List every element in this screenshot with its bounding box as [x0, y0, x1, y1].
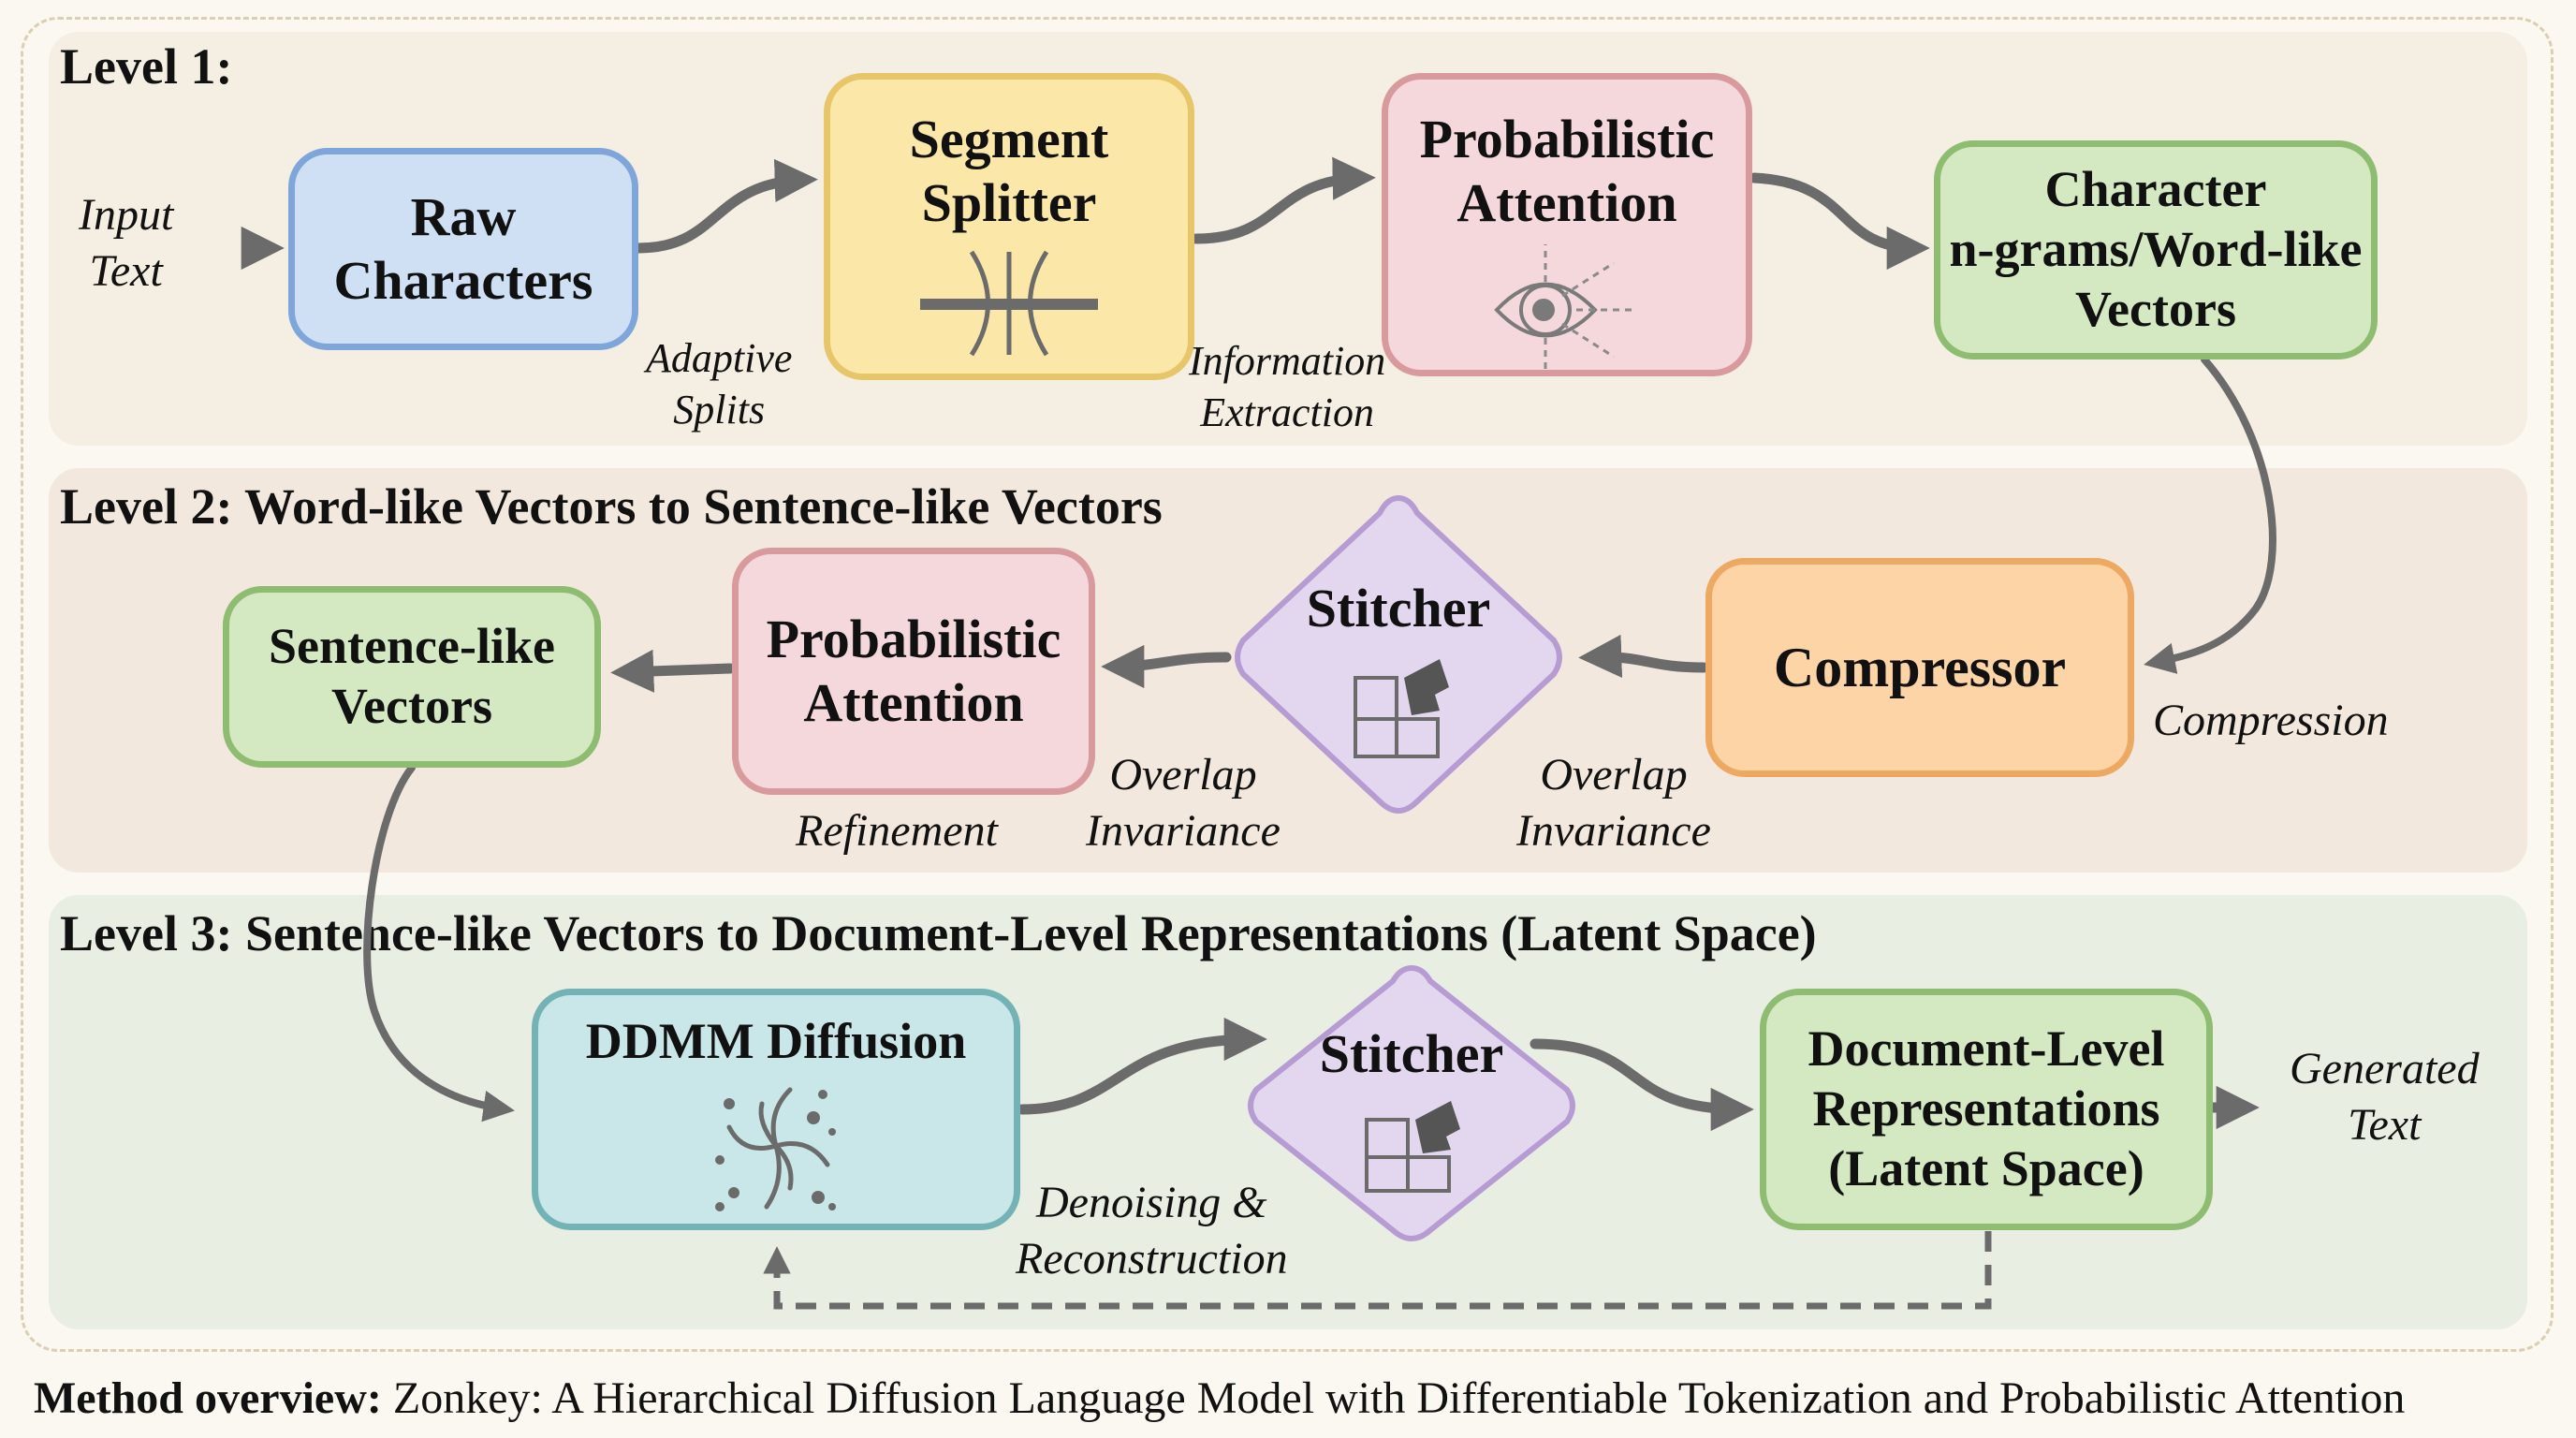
swirl-icon: [715, 1087, 836, 1211]
node-label: Attention: [1456, 172, 1677, 234]
node-label: (Latent Space): [1828, 1139, 2144, 1196]
character-ngrams-node[interactable]: Character n-grams/Word-like Vectors: [1934, 140, 2378, 360]
arrow-splitter-to-attention: [1191, 156, 1376, 244]
compressor-node[interactable]: Compressor: [1705, 558, 2134, 777]
feedback-loop-dashed: [763, 1231, 1992, 1310]
arrow-sentence-to-ddmm: [363, 764, 515, 1123]
stitcher-2-node[interactable]: Stitcher: [1237, 961, 1586, 1251]
arrow-stitcher-to-attention: [1101, 644, 1232, 689]
split-icon: [920, 250, 1098, 357]
sentence-like-vectors-node[interactable]: Sentence-like Vectors: [223, 586, 601, 768]
node-label: Raw: [410, 185, 517, 247]
node-label: Stitcher: [1306, 578, 1491, 638]
node-label: Characters: [333, 250, 593, 311]
ddmm-diffusion-node[interactable]: DDMM Diffusion: [532, 989, 1020, 1230]
refinement-label: Refinement: [796, 806, 998, 856]
stitcher-1-node[interactable]: Stitcher: [1224, 491, 1573, 824]
node-label: Probabilistic: [766, 608, 1061, 669]
level-3-title: Level 3: Sentence-like Vectors to Docume…: [60, 905, 1817, 961]
probabilistic-attention-2-node[interactable]: Probabilistic Attention: [732, 548, 1095, 795]
puzzle-icon: [1365, 1101, 1460, 1193]
probabilistic-attention-1-node[interactable]: Probabilistic Attention: [1382, 73, 1752, 376]
diamond-shape: [1235, 494, 1562, 814]
raw-characters-node[interactable]: Raw Characters: [288, 148, 638, 350]
figure-caption: Method overview: Zonkey: A Hierarchical …: [34, 1372, 2405, 1424]
arrow-ngrams-to-compressor: [2144, 356, 2276, 674]
arrow-raw-to-splitter: [633, 158, 818, 254]
node-label: Vectors: [331, 678, 492, 734]
document-level-representations-node[interactable]: Document-Level Representations (Latent S…: [1760, 989, 2213, 1230]
eye-icon: [1494, 243, 1637, 370]
node-label: Document-Level: [1808, 1020, 2165, 1078]
node-label: Representations: [1812, 1080, 2160, 1137]
node-label: n-grams/Word-like: [1949, 221, 2363, 278]
arrow-ddmm-to-stitcher: [1017, 1017, 1267, 1115]
level-2-title: Level 2: Word-like Vectors to Sentence-l…: [60, 478, 1163, 535]
node-label: Attention: [803, 672, 1024, 733]
outer-dashed-frame: [21, 17, 2554, 1352]
puzzle-icon: [1354, 659, 1449, 758]
node-label: Probabilistic: [1419, 109, 1715, 169]
node-label: Segment: [909, 109, 1109, 169]
node-label: Vectors: [2075, 280, 2236, 337]
node-label: DDMM Diffusion: [585, 1013, 967, 1069]
node-label: Stitcher: [1319, 1023, 1504, 1084]
diamond-shape: [1248, 964, 1575, 1241]
arrow-attention-to-ngrams: [1749, 172, 1930, 271]
node-label: Splitter: [921, 172, 1097, 234]
node-label: Compressor: [1773, 636, 2067, 698]
caption-text: Zonkey: A Hierarchical Diffusion Languag…: [381, 1373, 2406, 1423]
compression-label: Compression: [2153, 696, 2389, 745]
segment-splitter-node[interactable]: Segment Splitter: [824, 73, 1194, 380]
level-1-title: Level 1:: [60, 38, 233, 95]
denoising-reconstruction-label: Denoising &Reconstruction: [1016, 1178, 1288, 1284]
node-label: Character: [2044, 161, 2267, 218]
caption-bold: Method overview:: [34, 1373, 382, 1423]
arrow-compressor-to-stitcher: [1578, 634, 1709, 679]
arrow-stitcher-to-doc: [1530, 1038, 1754, 1132]
arrow-attention-to-sentence: [610, 649, 736, 693]
node-label: Sentence-like: [269, 618, 555, 675]
